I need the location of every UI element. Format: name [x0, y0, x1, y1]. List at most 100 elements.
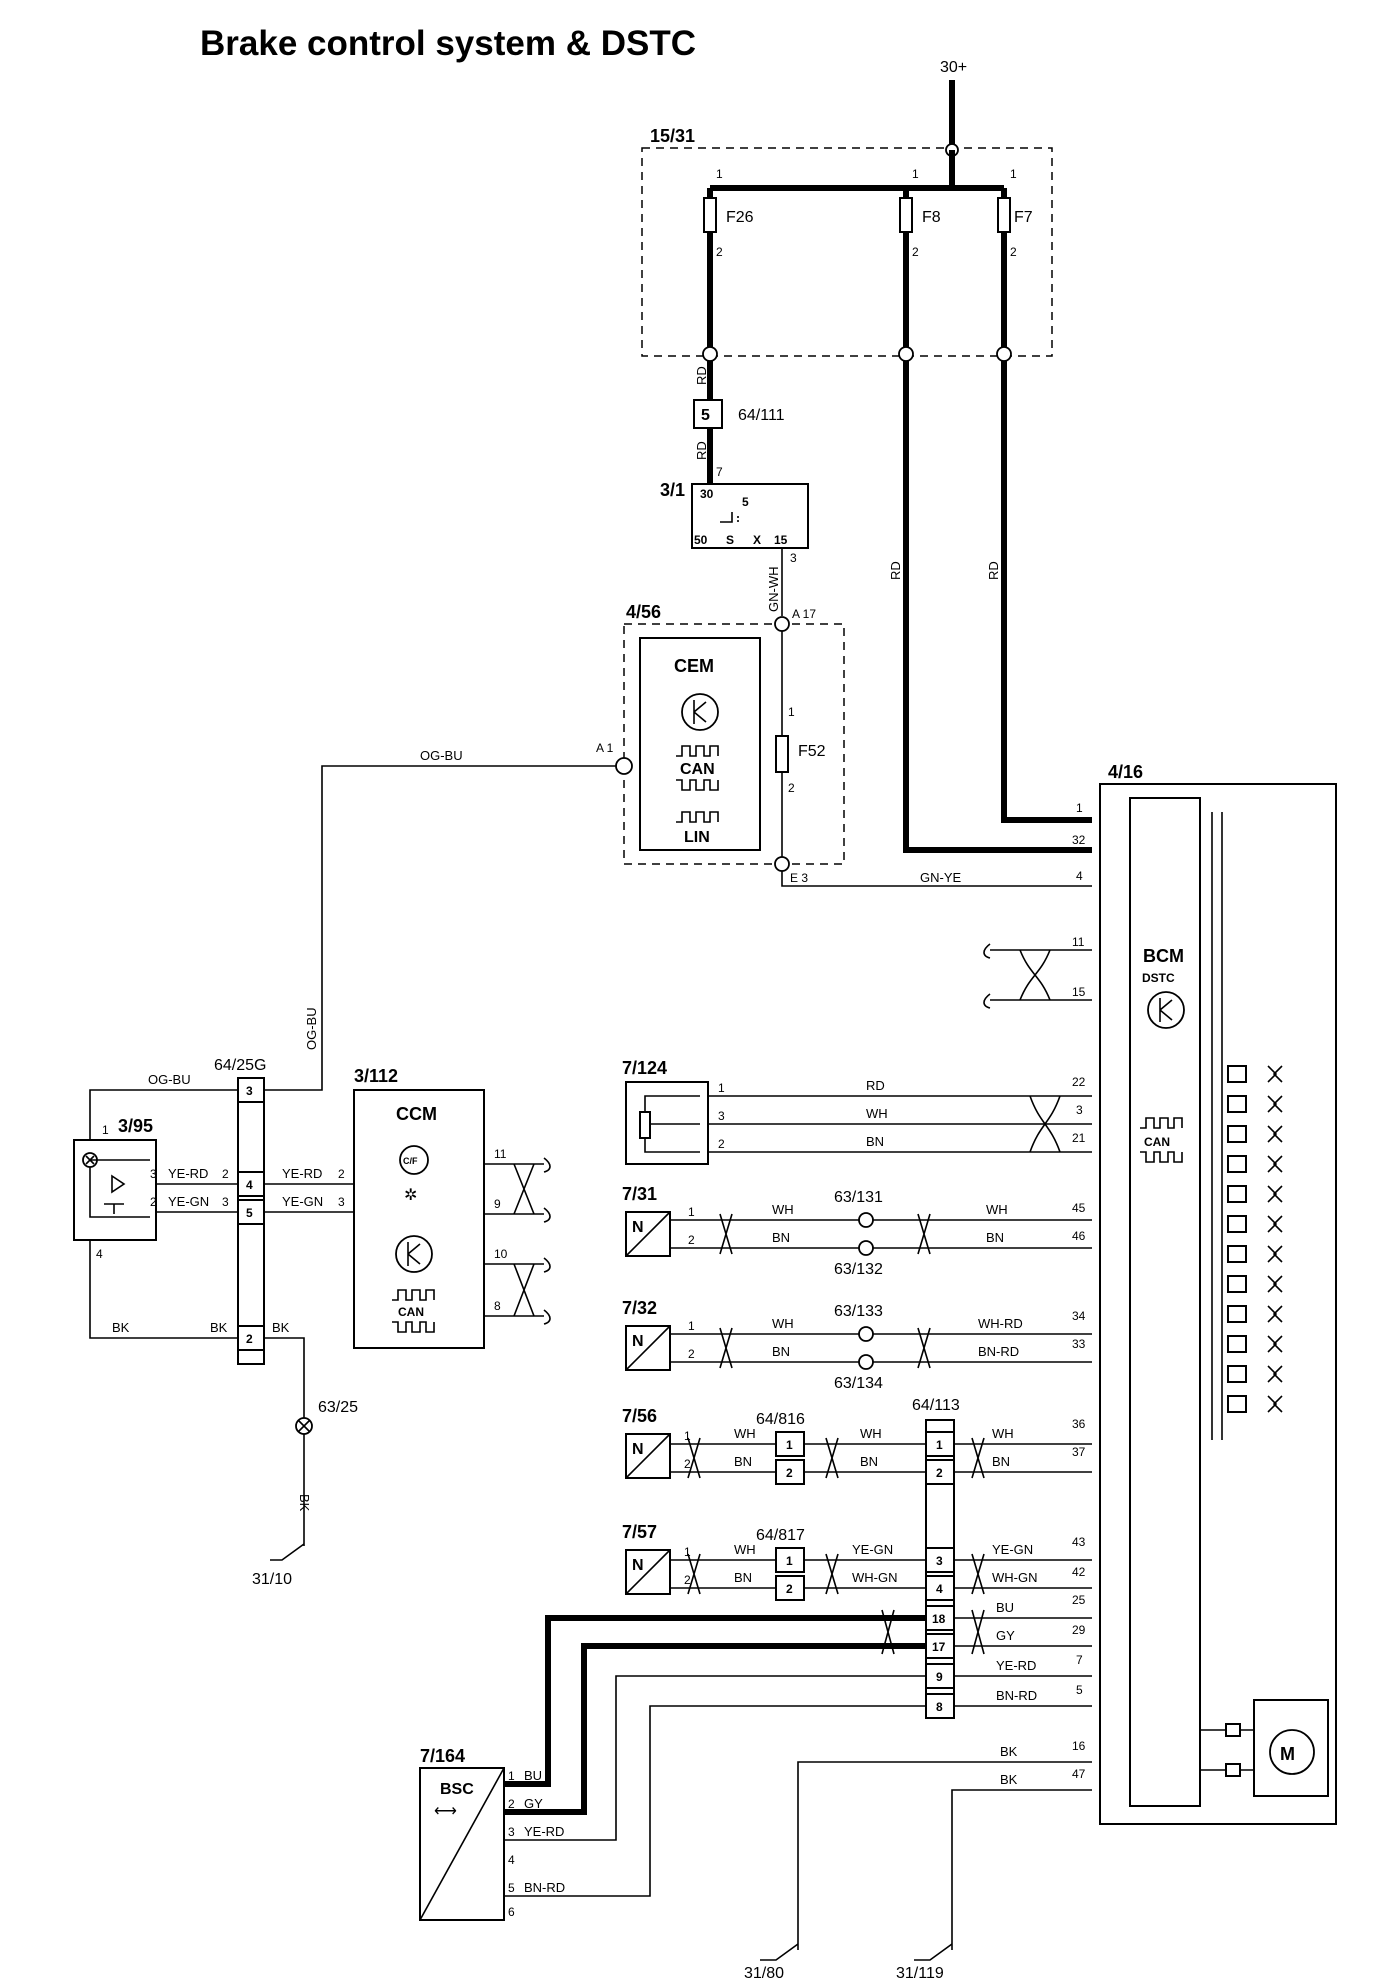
- svg-text:BK: BK: [112, 1320, 130, 1335]
- svg-text:4: 4: [936, 1582, 943, 1596]
- svg-text:63/25: 63/25: [318, 1399, 358, 1416]
- fuse-box-code: 15/31: [650, 126, 695, 146]
- sensor-7-32-code: 7/32: [622, 1298, 657, 1318]
- svg-text:11: 11: [1072, 935, 1085, 949]
- svg-text:1: 1: [508, 1769, 515, 1783]
- svg-text:M: M: [1280, 1744, 1295, 1764]
- pump-motor: M: [1200, 1699, 1329, 1797]
- svg-text:BN: BN: [860, 1454, 878, 1469]
- svg-text:2: 2: [246, 1332, 253, 1346]
- svg-text:2: 2: [788, 781, 795, 795]
- svg-text:WH: WH: [986, 1202, 1008, 1217]
- ccm-code: 3/112: [354, 1066, 398, 1086]
- connector-64-25g-code: 64/25G: [214, 1057, 266, 1074]
- svg-text:3: 3: [338, 1195, 345, 1209]
- ignition-switch: 3/1 7 30 5 50 S X 15 3: [660, 465, 809, 565]
- svg-text:WH: WH: [734, 1542, 756, 1557]
- svg-text:2: 2: [718, 1137, 725, 1151]
- svg-text:N: N: [632, 1441, 644, 1458]
- svg-text:4: 4: [508, 1853, 515, 1867]
- svg-text:C/F: C/F: [403, 1156, 418, 1166]
- svg-text:3: 3: [150, 1167, 157, 1181]
- cem-processor-icon: [681, 693, 719, 731]
- svg-text:7: 7: [1076, 1653, 1083, 1667]
- svg-text:1: 1: [102, 1123, 109, 1137]
- bcm-processor-icon: [1147, 991, 1185, 1029]
- bcm-ground-wires: BK BK 31/80 31/119: [744, 1744, 1092, 1980]
- svg-text:BN-RD: BN-RD: [978, 1344, 1019, 1359]
- svg-text:A 17: A 17: [792, 607, 816, 621]
- svg-text:8: 8: [936, 1700, 943, 1714]
- svg-text:GY: GY: [524, 1796, 543, 1811]
- ground-31-80: 31/80: [744, 1965, 784, 1980]
- connector-64-113: 64/113 1 2 3 4 18 17 9 8: [912, 1397, 960, 1719]
- ccm-processor-icon: [395, 1235, 433, 1273]
- svg-text:3: 3: [718, 1109, 725, 1123]
- svg-text:YE-GN: YE-GN: [992, 1542, 1033, 1557]
- svg-text:32: 32: [1072, 833, 1086, 847]
- svg-text:34: 34: [1072, 1309, 1086, 1323]
- svg-text:63/133: 63/133: [834, 1303, 883, 1320]
- svg-text:WH: WH: [860, 1426, 882, 1441]
- cem-module: 4/56 CEM CAN LIN A 17 1 2 F52 E 3 A 1: [596, 602, 845, 885]
- ignition-switch-code: 3/1: [660, 480, 685, 500]
- svg-text:1: 1: [688, 1205, 695, 1219]
- svg-text:2: 2: [936, 1466, 943, 1480]
- svg-text:3: 3: [936, 1554, 943, 1568]
- svg-text:YE-RD: YE-RD: [524, 1824, 564, 1839]
- svg-text:36: 36: [1072, 1417, 1086, 1431]
- svg-text:42: 42: [1072, 1565, 1086, 1579]
- svg-text:BN-RD: BN-RD: [524, 1880, 565, 1895]
- svg-text:RD: RD: [986, 561, 1001, 580]
- switch-3-95: 3/95 1 3 2 4 YE-RD YE-GN 2 3 OG-BU BK BK: [73, 1072, 238, 1339]
- svg-text:BU: BU: [524, 1768, 542, 1783]
- ccm-name: CCM: [396, 1104, 437, 1124]
- cem-name: CEM: [674, 656, 714, 676]
- svg-text:GN-WH: GN-WH: [766, 567, 781, 613]
- svg-text:29: 29: [1072, 1623, 1086, 1637]
- svg-text:BK: BK: [1000, 1772, 1018, 1787]
- temperature-icon: [399, 1145, 429, 1175]
- fuse-f7-out-node: [996, 346, 1012, 362]
- ground-wire-31-10: BK 63/25 BK 31/10: [252, 1320, 358, 1588]
- fuse-f8-label: F8: [922, 209, 941, 226]
- svg-text:1: 1: [716, 167, 723, 181]
- fuse-f52: [775, 735, 789, 773]
- svg-text:6: 6: [508, 1905, 515, 1919]
- wheel-sensor-7-57: N 7/57 1 2 1 2 64/817 WH BN YE-GN WH-GN …: [622, 1522, 1092, 1601]
- svg-text:YE-RD: YE-RD: [282, 1166, 322, 1181]
- wire-og-bu: OG-BU OG-BU: [252, 748, 616, 1091]
- svg-text:1: 1: [688, 1319, 695, 1333]
- svg-text:3: 3: [790, 551, 797, 565]
- svg-text:37: 37: [1072, 1445, 1086, 1459]
- cem-code: 4/56: [626, 602, 661, 622]
- junction-63-133: [858, 1326, 874, 1342]
- svg-text:GY: GY: [996, 1628, 1015, 1643]
- svg-text:CAN: CAN: [680, 761, 715, 778]
- svg-text:2: 2: [786, 1582, 793, 1596]
- fuse-f52-label: F52: [798, 743, 826, 760]
- wire-cem-to-bcm: GN-YE: [781, 870, 1092, 887]
- svg-text:BN: BN: [992, 1454, 1010, 1469]
- svg-text:7: 7: [716, 465, 723, 479]
- svg-text:18: 18: [932, 1612, 946, 1626]
- svg-text:BN: BN: [772, 1230, 790, 1245]
- svg-text:5: 5: [1076, 1683, 1083, 1697]
- svg-text:RD: RD: [694, 366, 709, 385]
- svg-text:3: 3: [1076, 1103, 1083, 1117]
- svg-text:BU: BU: [996, 1600, 1014, 1615]
- svg-text:WH-RD: WH-RD: [978, 1316, 1023, 1331]
- svg-text:21: 21: [1072, 1131, 1086, 1145]
- svg-text:15: 15: [1072, 985, 1086, 999]
- fuse-f8-out-node: [898, 346, 914, 362]
- page-title: Brake control system & DSTC: [200, 24, 696, 63]
- motor-icon: [1269, 1729, 1315, 1775]
- connector-64-25g: 64/25G 3 4 5 2 YE-RD YE-GN 2 3: [214, 1057, 354, 1365]
- svg-text:43: 43: [1072, 1535, 1086, 1549]
- fuse-f8: 1 2 F8: [899, 167, 941, 354]
- svg-text:1: 1: [1076, 801, 1083, 815]
- svg-text:1: 1: [912, 167, 919, 181]
- svg-text:22: 22: [1072, 1075, 1086, 1089]
- fan-icon: ✲: [404, 1187, 417, 1204]
